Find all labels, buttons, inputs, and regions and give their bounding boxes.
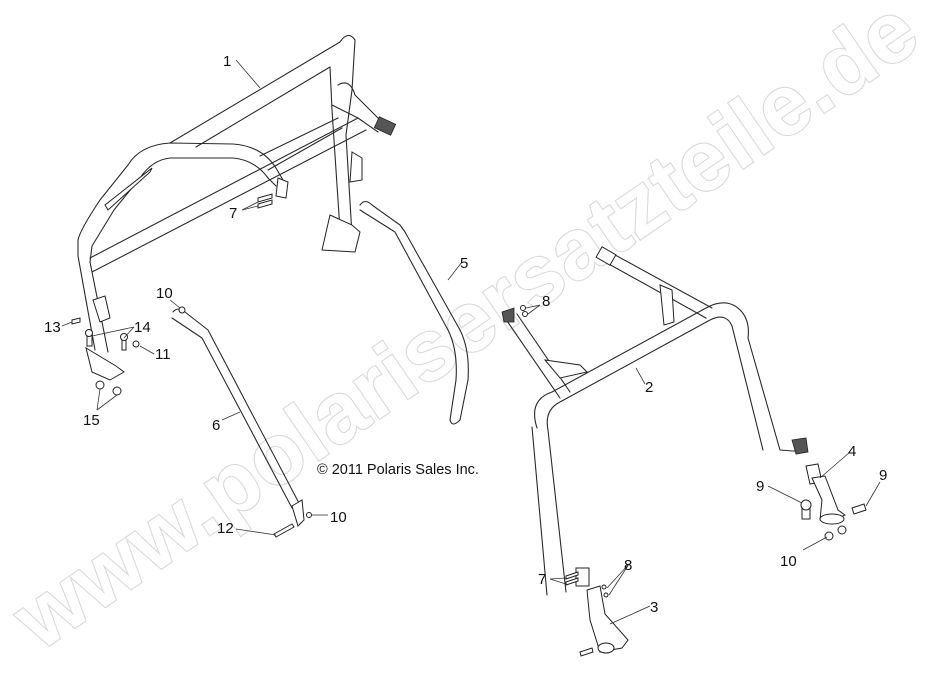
part-2-front-cage bbox=[501, 246, 809, 596]
callout-labels: 1 2 3 4 5 6 7 7 8 8 9 9 10 10 10 11 12 1… bbox=[44, 53, 887, 616]
callout-9-left: 9 bbox=[756, 478, 764, 495]
callout-4: 4 bbox=[848, 443, 856, 460]
callout-8-upper: 8 bbox=[542, 293, 550, 310]
callout-13: 13 bbox=[44, 319, 61, 336]
callout-9-right: 9 bbox=[879, 467, 887, 484]
copyright-notice: © 2011 Polaris Sales Inc. bbox=[317, 462, 479, 478]
part-1-rear-cage bbox=[77, 34, 397, 381]
callout-1: 1 bbox=[223, 53, 231, 70]
callout-6: 6 bbox=[212, 417, 220, 434]
part-3-foot bbox=[575, 567, 629, 657]
callout-11: 11 bbox=[155, 346, 171, 363]
callout-8-lower: 8 bbox=[624, 557, 632, 574]
part-5-brace bbox=[359, 200, 469, 425]
callout-12: 12 bbox=[217, 520, 234, 537]
callout-7-upper: 7 bbox=[229, 205, 237, 222]
callout-10-a: 10 bbox=[156, 285, 173, 302]
callout-10-c: 10 bbox=[780, 553, 797, 570]
callout-7-lower: 7 bbox=[538, 571, 546, 588]
callout-3: 3 bbox=[650, 599, 658, 616]
callout-5: 5 bbox=[460, 255, 468, 272]
callout-14: 14 bbox=[134, 319, 151, 336]
callout-2: 2 bbox=[645, 379, 653, 396]
leader-lines bbox=[61, 59, 881, 625]
part-4-foot bbox=[805, 463, 846, 525]
callout-10-b: 10 bbox=[330, 509, 347, 526]
hardware bbox=[71, 193, 867, 598]
callout-15: 15 bbox=[83, 412, 100, 429]
